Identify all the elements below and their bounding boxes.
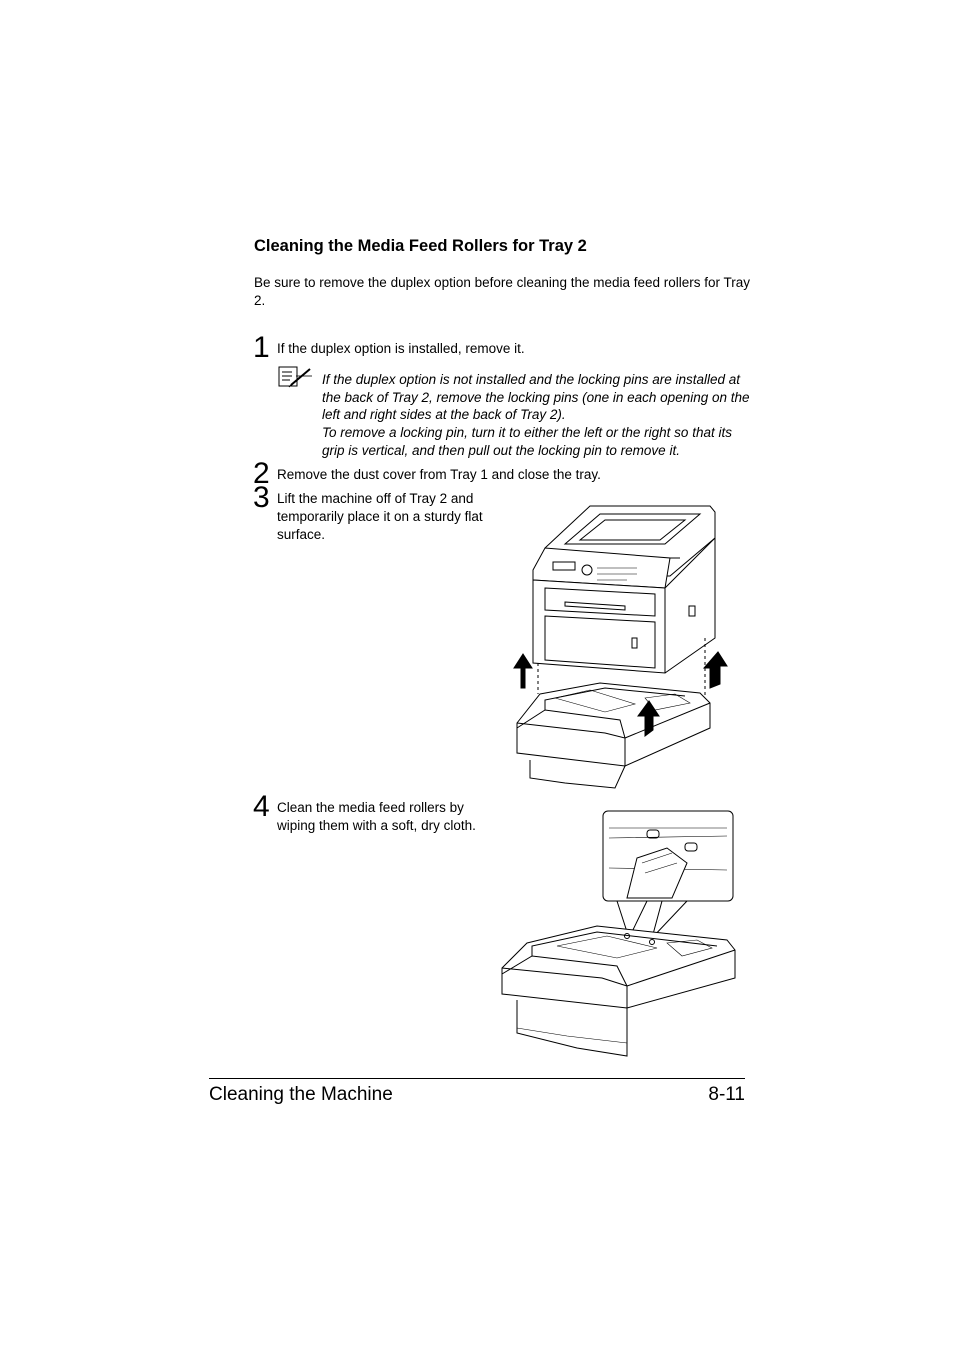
step-1-text: If the duplex option is installed, remov… — [277, 341, 525, 356]
note-line-2: To remove a locking pin, turn it to eith… — [322, 425, 732, 458]
footer-chapter-title: Cleaning the Machine — [209, 1084, 393, 1105]
note-line-1: If the duplex option is not installed an… — [322, 372, 750, 423]
section-heading: Cleaning the Media Feed Rollers for Tray… — [254, 237, 587, 255]
footer-page-number: 8-11 — [708, 1084, 745, 1105]
printer-lift-illustration — [505, 498, 735, 790]
roller-cleaning-illustration — [497, 808, 745, 1058]
step-3-text: Lift the machine off of Tray 2 and tempo… — [277, 491, 483, 542]
footer-rule — [209, 1078, 745, 1079]
step-3-number: 3 — [253, 481, 270, 514]
note-text: If the duplex option is not installed an… — [322, 371, 752, 460]
step-1-number: 1 — [253, 331, 270, 364]
step-2-number: 2 — [253, 457, 270, 490]
step-4-text: Clean the media feed rollers by wiping t… — [277, 800, 476, 833]
step-4-number: 4 — [253, 790, 270, 823]
intro-paragraph: Be sure to remove the duplex option befo… — [254, 275, 751, 308]
note-pencil-icon — [278, 364, 314, 388]
step-2-text: Remove the dust cover from Tray 1 and cl… — [277, 467, 601, 482]
